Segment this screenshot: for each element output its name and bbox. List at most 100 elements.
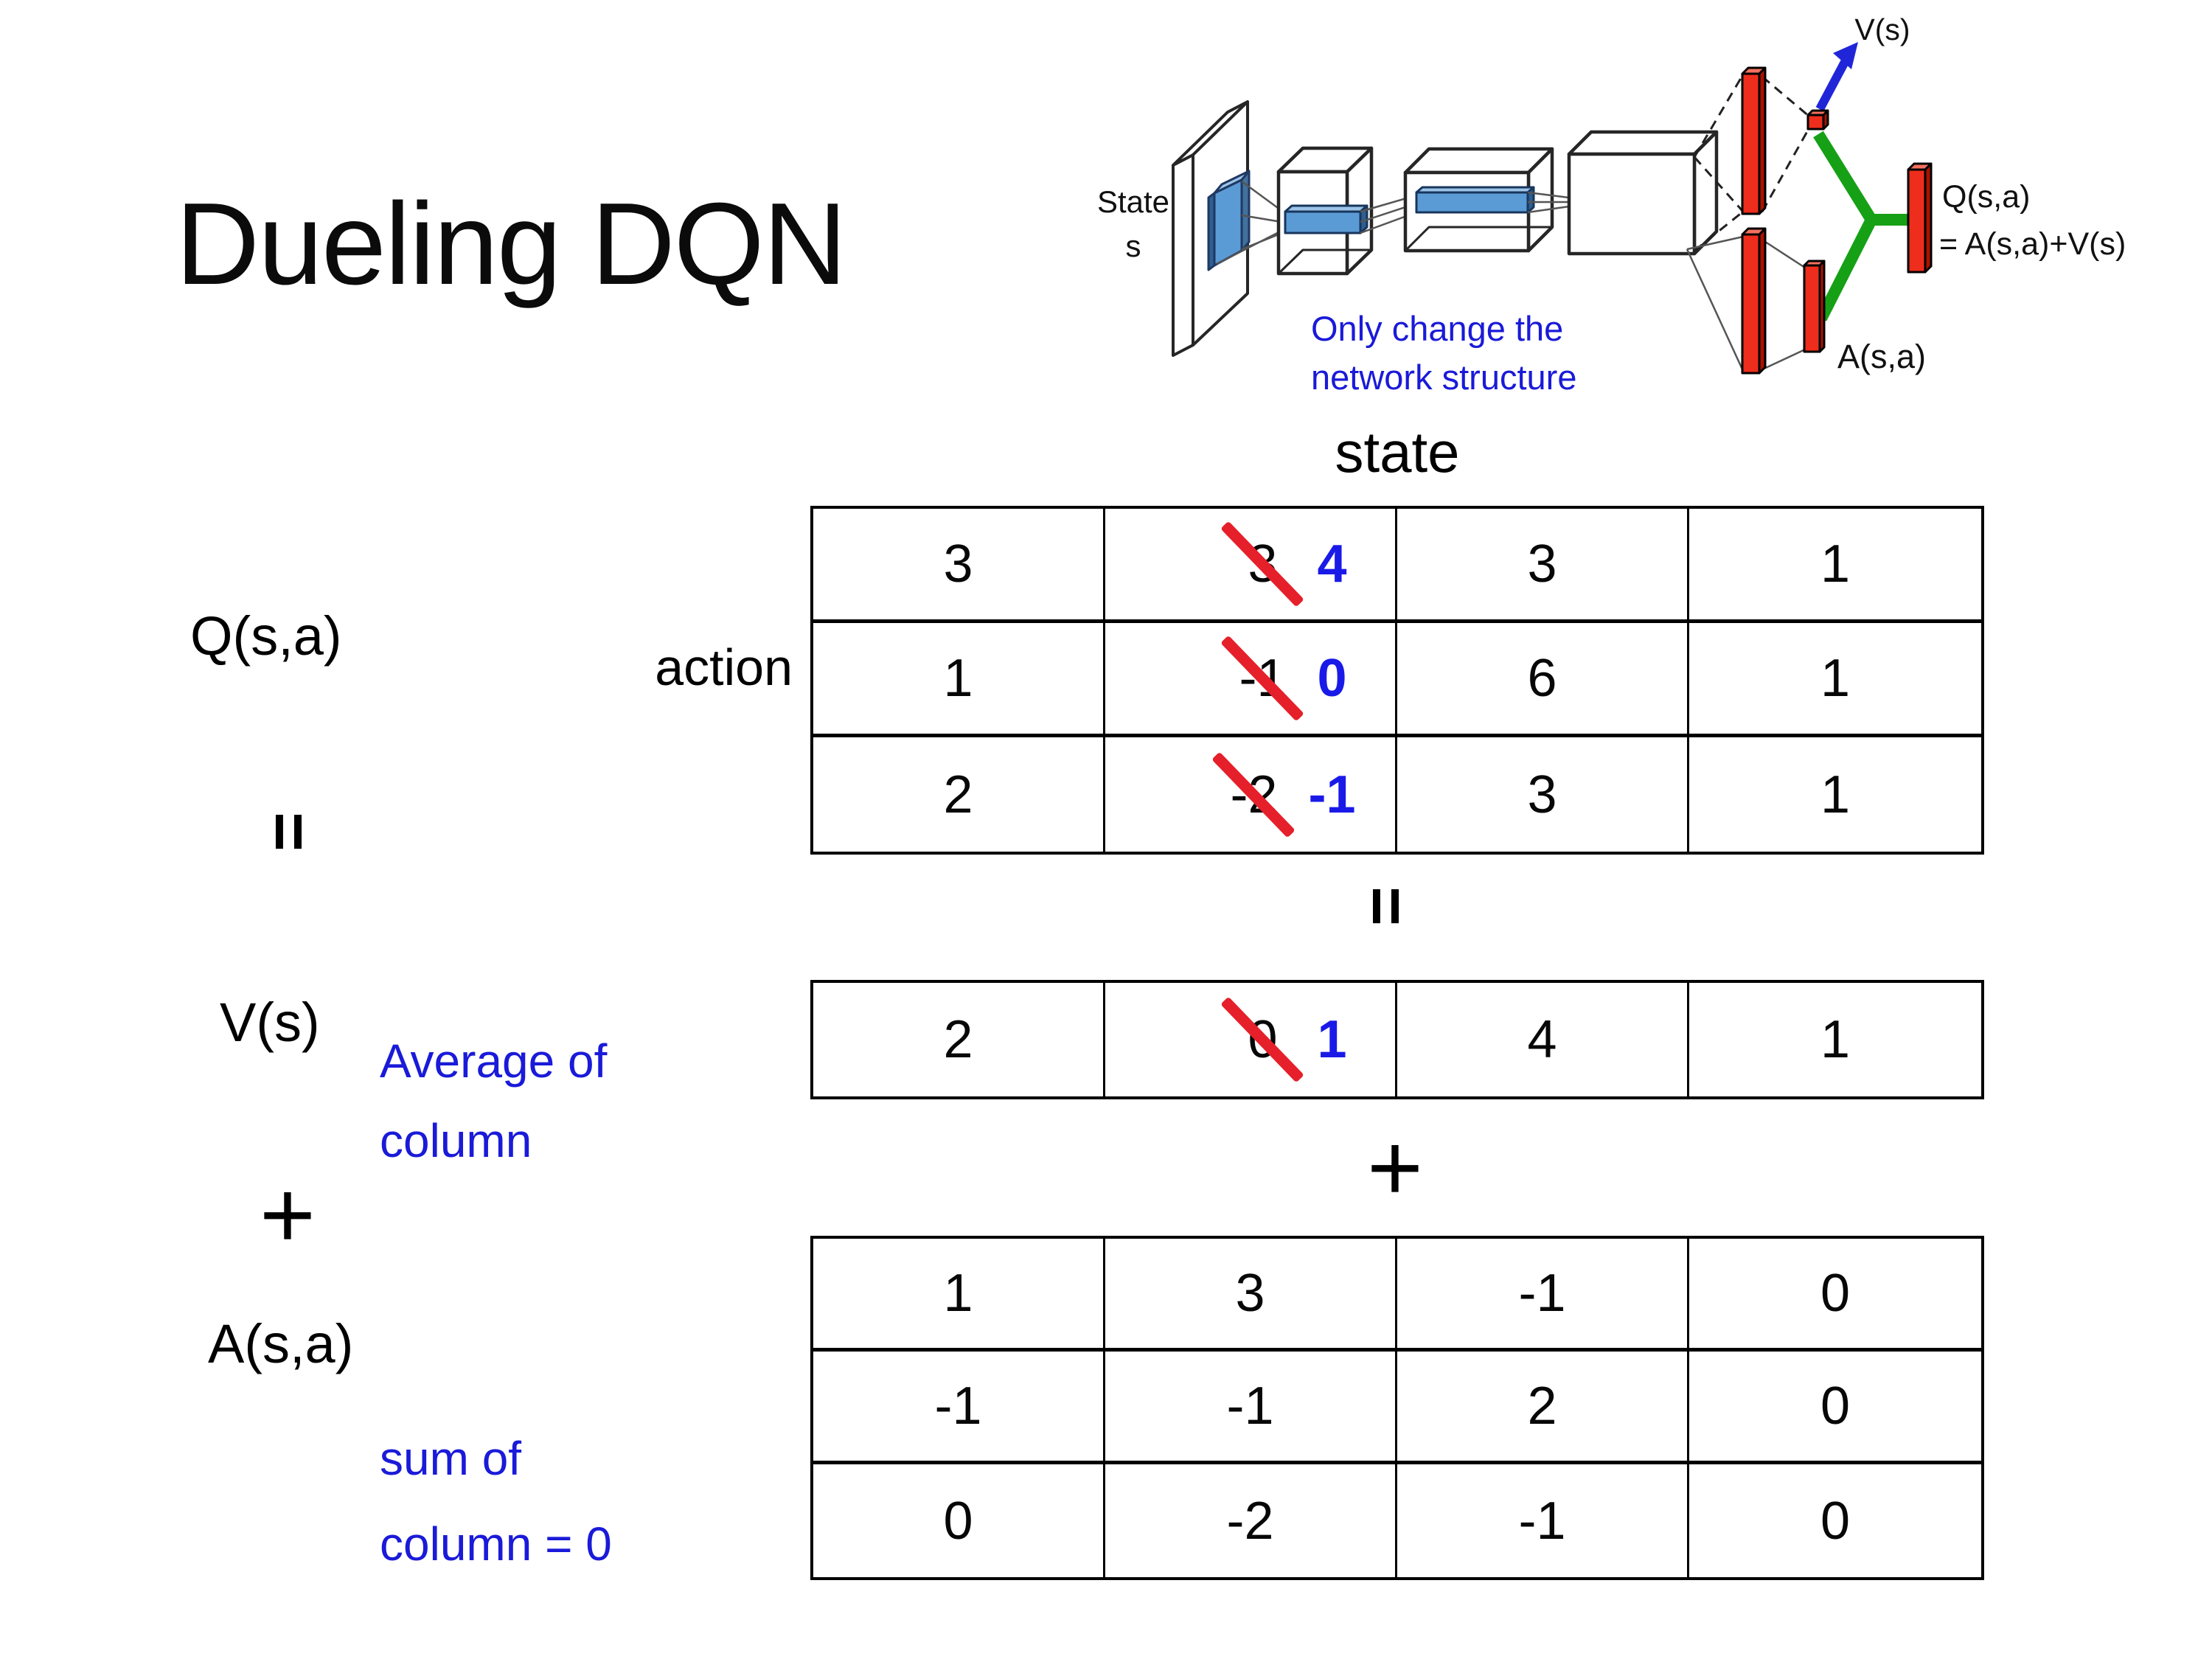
- cell-value: 0: [1820, 1377, 1851, 1436]
- merge-connector: [1813, 131, 1910, 321]
- cell-value: 0: [1820, 1264, 1851, 1323]
- cell-value: 1: [943, 649, 973, 708]
- v-output-label: V(s): [1854, 13, 1910, 46]
- q-term-label: Q(s,a): [190, 605, 342, 667]
- new-value: -1: [1308, 765, 1356, 824]
- q-table-cell-r1c0: 1: [813, 623, 1105, 737]
- cell-value: 0: [1820, 1491, 1851, 1551]
- q-table-cell-r0c2: 3: [1397, 509, 1689, 623]
- a-table-cell-r0c0: 1: [813, 1239, 1105, 1352]
- feature-map-2: [1415, 186, 1535, 214]
- a-matrix: 1 3 -1 0 -1 -1 2 0 0 -2 -1 0: [810, 1236, 1984, 1580]
- average-of-column-note: Average of column: [380, 1022, 607, 1180]
- cell-value: 0: [943, 1491, 973, 1551]
- a-table-cell-r2c1: -2: [1105, 1464, 1397, 1577]
- a-term-label: A(s,a): [208, 1313, 354, 1374]
- cell-value: 1: [1820, 649, 1851, 708]
- q-output-label-line1: Q(s,a): [1942, 179, 2030, 215]
- a-table-cell-r2c0: 0: [813, 1464, 1105, 1577]
- cell-value: -2: [1226, 1491, 1274, 1551]
- v-table-cell-r0c2: 4: [1397, 983, 1689, 1096]
- v-table-cell-r0c1: 01: [1105, 983, 1397, 1096]
- a-output-label: A(s,a): [1837, 338, 1926, 375]
- network-diagram: State s Only change the network structur…: [1097, 13, 2126, 397]
- cell-value: 2: [943, 765, 973, 824]
- cell-value: 3: [1527, 765, 1557, 824]
- conv-box-2: [1403, 147, 1554, 253]
- q-output-label-line2: = A(s,a)+V(s): [1939, 226, 2126, 262]
- cell-value: 1: [1820, 765, 1851, 824]
- cell-value: 2: [943, 1010, 973, 1069]
- a-table-cell-r2c2: -1: [1397, 1464, 1689, 1577]
- equals-sign-center: =: [1348, 886, 1424, 926]
- sum-note-line1: sum of: [380, 1432, 522, 1485]
- a-table-cell-r1c3: 0: [1689, 1352, 1981, 1464]
- cell-value: 1: [1820, 1010, 1851, 1069]
- cell-value: 6: [1527, 649, 1557, 708]
- plus-sign-left: +: [260, 1161, 316, 1268]
- q-table-cell-r1c2: 6: [1397, 623, 1689, 737]
- a-table-cell-r1c1: -1: [1105, 1352, 1397, 1464]
- q-table-cell-r2c0: 2: [813, 737, 1105, 852]
- new-value: 4: [1317, 535, 1347, 594]
- network-note-line2: network structure: [1311, 358, 1576, 397]
- feature-map-1: [1284, 204, 1368, 234]
- state-axis-label: state: [1335, 420, 1460, 484]
- average-note-line2: column: [380, 1113, 532, 1167]
- fc-bar-v: [1741, 66, 1767, 215]
- input-feature-patch: [1207, 170, 1251, 271]
- a-vector-bar: [1803, 260, 1826, 353]
- cell-value: -1: [1518, 1491, 1566, 1551]
- page-title: Dueling DQN: [175, 179, 847, 309]
- q-table-cell-r0c3: 1: [1689, 509, 1981, 623]
- network-note-line1: Only change the: [1311, 309, 1563, 348]
- v-scalar-node: [1806, 109, 1829, 131]
- a-table-cell-r0c1: 3: [1105, 1239, 1397, 1352]
- v-arrow-icon: [1815, 42, 1858, 111]
- action-axis-label: action: [655, 639, 793, 696]
- cell-value: 4: [1527, 1010, 1557, 1069]
- q-table-cell-r2c1: -2-1: [1105, 737, 1397, 852]
- q-table-cell-r2c2: 3: [1397, 737, 1689, 852]
- crossed-old-value-wrap: 3: [1220, 521, 1305, 608]
- state-input-label-line1: State: [1097, 184, 1169, 219]
- q-output-bar: [1907, 162, 1933, 274]
- a-table-cell-r0c3: 0: [1689, 1239, 1981, 1352]
- conv-box-3: [1567, 130, 1719, 256]
- cell-value: -1: [1226, 1377, 1274, 1436]
- cell-value: 2: [1527, 1377, 1557, 1436]
- cell-value: 3: [943, 535, 973, 594]
- v-term-label: V(s): [220, 992, 320, 1053]
- new-value: 0: [1317, 649, 1347, 708]
- sum-note-line2: column = 0: [380, 1517, 612, 1571]
- cell-value: 1: [943, 1264, 973, 1323]
- crossed-old-value-wrap: -2: [1211, 751, 1296, 838]
- new-value: 1: [1317, 1010, 1347, 1069]
- plus-sign-center: +: [1367, 1113, 1423, 1221]
- cell-value: -1: [1518, 1264, 1566, 1323]
- a-table-cell-r0c2: -1: [1397, 1239, 1689, 1352]
- v-table-cell-r0c0: 2: [813, 983, 1105, 1096]
- average-note-line1: Average of: [380, 1034, 608, 1088]
- v-matrix: 20141: [810, 980, 1984, 1099]
- state-input-label-line2: s: [1126, 229, 1141, 263]
- fc-bar-a: [1741, 227, 1767, 375]
- crossed-old-value-wrap: -1: [1220, 635, 1305, 722]
- cell-value: 1: [1820, 535, 1851, 594]
- a-table-cell-r1c2: 2: [1397, 1352, 1689, 1464]
- cell-value: -1: [934, 1377, 982, 1436]
- cell-value: 3: [1527, 535, 1557, 594]
- q-table-cell-r1c3: 1: [1689, 623, 1981, 737]
- q-table-cell-r2c3: 1: [1689, 737, 1981, 852]
- q-table-cell-r0c0: 3: [813, 509, 1105, 623]
- crossed-old-value-wrap: 0: [1220, 996, 1305, 1083]
- conv-box-1: [1276, 146, 1374, 276]
- cell-value: 3: [1235, 1264, 1265, 1323]
- v-stream-dashed-connections: [1693, 74, 1811, 252]
- a-table-cell-r1c0: -1: [813, 1352, 1105, 1464]
- a-table-cell-r2c3: 0: [1689, 1464, 1981, 1577]
- q-table-cell-r1c1: -10: [1105, 623, 1397, 737]
- v-table-cell-r0c3: 1: [1689, 983, 1981, 1096]
